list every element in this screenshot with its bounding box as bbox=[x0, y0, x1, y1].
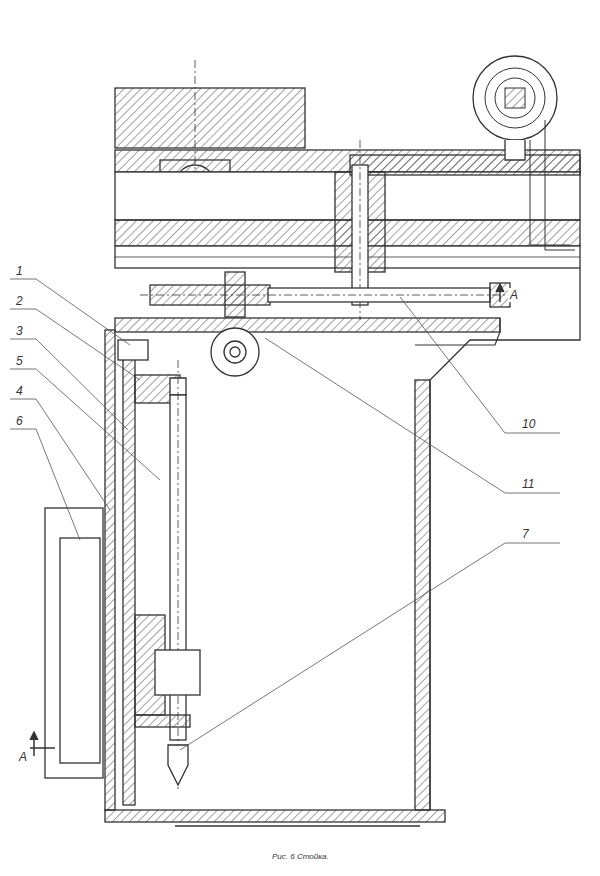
drawing-line bbox=[496, 284, 504, 292]
drawing-line bbox=[505, 543, 560, 544]
drawing-line bbox=[224, 341, 246, 363]
drawing-line bbox=[175, 825, 420, 826]
drawing-line bbox=[105, 810, 445, 822]
drawing-line bbox=[211, 328, 259, 376]
drawing-line bbox=[225, 272, 245, 317]
callout-number: 11 bbox=[520, 477, 536, 491]
callout-number: 4 bbox=[14, 384, 25, 398]
drawing-line bbox=[10, 369, 36, 370]
callout-number: 10 bbox=[520, 417, 537, 431]
drawing-line bbox=[505, 493, 560, 494]
drawing-line bbox=[30, 732, 38, 740]
drawing-line bbox=[265, 338, 505, 493]
drawing-line bbox=[505, 140, 525, 160]
drawing-line bbox=[10, 399, 36, 400]
drawing-line bbox=[415, 380, 430, 810]
callout-number: 1 bbox=[14, 264, 25, 278]
drawing-line bbox=[10, 429, 36, 430]
drawing-line bbox=[505, 88, 525, 108]
drawing-line bbox=[36, 399, 110, 510]
callout-number: 7 bbox=[520, 527, 531, 541]
callout-number: 5 bbox=[14, 354, 25, 368]
drawing-line bbox=[36, 339, 128, 430]
drawing-line bbox=[155, 650, 200, 695]
outline bbox=[30, 56, 580, 826]
drawing-line bbox=[10, 279, 36, 280]
drawing-line bbox=[105, 330, 115, 810]
drawing-line bbox=[430, 268, 580, 810]
drawing-line bbox=[545, 120, 575, 250]
drawing-line bbox=[10, 309, 36, 310]
figure-caption: Рис. 6 Стойка. bbox=[270, 852, 331, 862]
drawing-line bbox=[36, 309, 140, 380]
drawing-line bbox=[230, 347, 240, 357]
drawing-line bbox=[10, 339, 36, 340]
drawing-line bbox=[45, 508, 103, 778]
callout-number: 3 bbox=[14, 324, 25, 338]
drawing-line bbox=[123, 345, 135, 805]
drawing-line bbox=[473, 56, 557, 140]
drawing-line bbox=[495, 78, 535, 118]
drawing-line bbox=[115, 88, 305, 148]
drawing-line bbox=[530, 140, 570, 245]
drawing-line bbox=[33, 740, 35, 756]
drawing-line bbox=[36, 279, 130, 345]
drawing-line bbox=[60, 538, 100, 763]
drawing-line bbox=[118, 340, 148, 360]
callout-number: 2 bbox=[14, 294, 25, 308]
drawing-line bbox=[505, 433, 560, 434]
drawing-line bbox=[485, 68, 545, 128]
leader-lines bbox=[10, 279, 560, 750]
drawing-line bbox=[168, 745, 188, 785]
drawing-line bbox=[180, 543, 505, 750]
drawing-line bbox=[36, 369, 160, 480]
drawing-line bbox=[415, 318, 500, 345]
drawing-line bbox=[115, 318, 500, 332]
drawing-line bbox=[135, 715, 190, 727]
section-mark: A bbox=[17, 750, 29, 764]
drawing-line bbox=[36, 429, 80, 540]
callout-number: 6 bbox=[14, 414, 25, 428]
section-mark: A bbox=[508, 288, 520, 302]
drawing-line bbox=[485, 68, 545, 128]
drawing-line bbox=[400, 297, 505, 433]
drawing-line bbox=[140, 295, 520, 296]
